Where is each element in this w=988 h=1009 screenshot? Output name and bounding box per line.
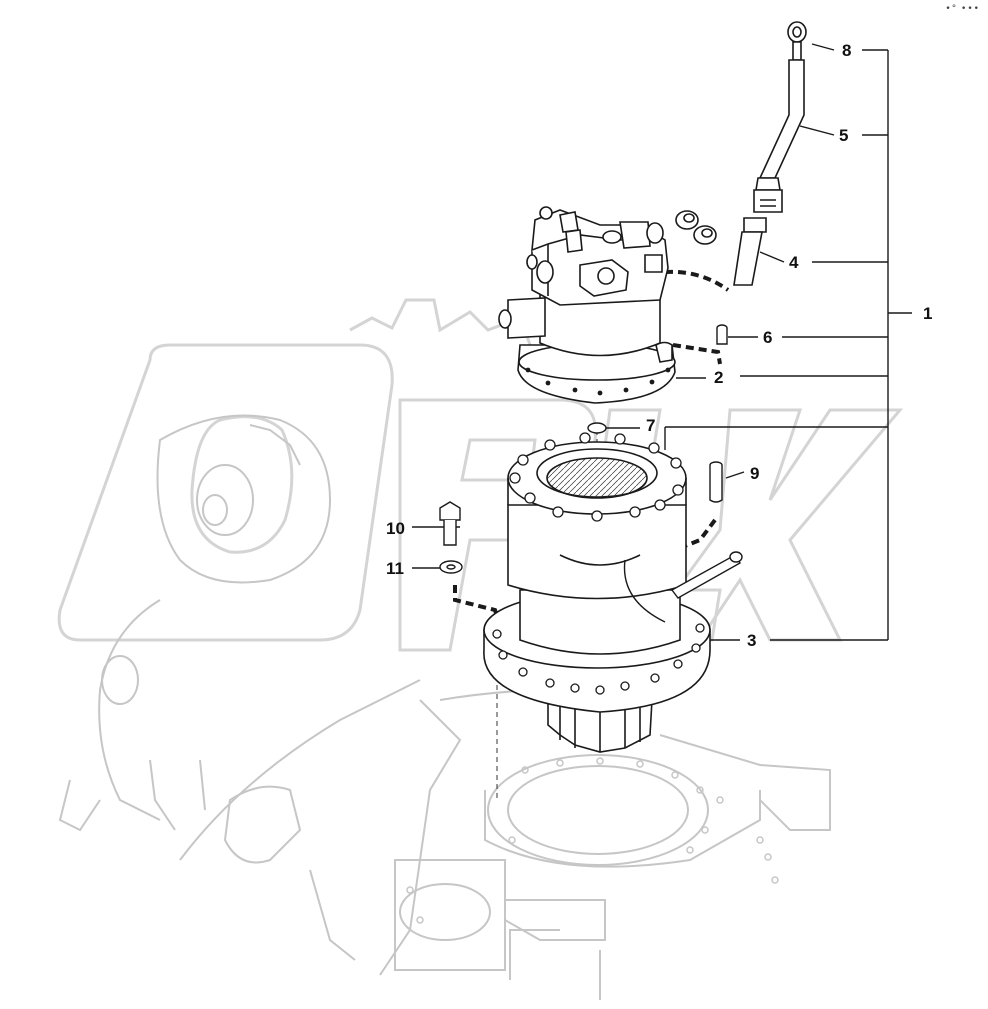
callout-3: 3 bbox=[747, 631, 757, 650]
bolt-10 bbox=[439, 501, 461, 546]
washer-11 bbox=[439, 560, 463, 574]
watermark-logo bbox=[57, 298, 904, 652]
background-holes bbox=[406, 757, 779, 924]
motor-flange-holes bbox=[525, 367, 671, 396]
callout-5: 5 bbox=[839, 126, 849, 145]
callout-7: 7 bbox=[646, 416, 656, 435]
swing-motor bbox=[498, 206, 676, 404]
callout-4: 4 bbox=[789, 253, 799, 272]
leader-lines bbox=[412, 43, 912, 641]
callout-2: 2 bbox=[714, 368, 724, 387]
reduction-gearbox bbox=[483, 441, 711, 753]
callout-8: 8 bbox=[842, 41, 852, 60]
dipstick-tube bbox=[733, 21, 807, 286]
background-chassis bbox=[58, 414, 831, 1000]
o-ring-7 bbox=[587, 422, 607, 434]
callout-9: 9 bbox=[750, 464, 760, 483]
lower-flange-holes bbox=[492, 623, 705, 695]
gearbox-bolt-holes bbox=[509, 432, 684, 522]
callout-11: 11 bbox=[386, 559, 404, 578]
pipe bbox=[623, 551, 743, 623]
callout-6: 6 bbox=[763, 328, 773, 347]
plugs bbox=[675, 210, 717, 245]
pin-9 bbox=[709, 461, 723, 503]
corner-mark: •° ••• bbox=[945, 4, 980, 14]
bolt-6 bbox=[716, 324, 728, 345]
callout-1: 1 bbox=[923, 304, 933, 323]
callout-10: 10 bbox=[386, 519, 405, 538]
